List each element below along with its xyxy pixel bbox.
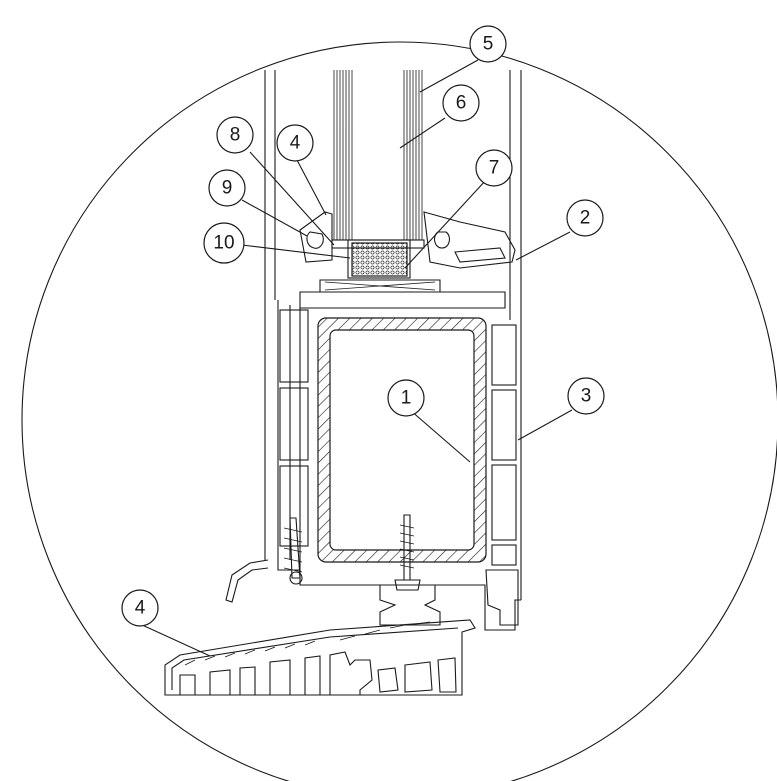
svg-text:10: 10 <box>213 233 234 254</box>
svg-text:1: 1 <box>401 388 412 409</box>
callout-1: 1 <box>387 379 425 417</box>
callout-2: 2 <box>566 199 604 237</box>
callout-4-bead: 4 <box>276 124 314 162</box>
svg-text:4: 4 <box>290 133 301 154</box>
steel-reinforcement <box>317 317 487 563</box>
svg-text:3: 3 <box>581 386 592 407</box>
spacer-bar <box>351 242 408 277</box>
sill-connector <box>379 584 441 626</box>
glazing-unit <box>331 70 425 249</box>
glazing-beads <box>299 211 516 269</box>
svg-text:9: 9 <box>222 178 233 199</box>
detail-circle <box>21 41 777 781</box>
callout-4-sill: 4 <box>121 589 159 627</box>
svg-text:5: 5 <box>483 34 494 55</box>
callout-7: 7 <box>475 149 513 187</box>
callout-5: 5 <box>469 25 507 63</box>
callout-6: 6 <box>442 84 480 122</box>
callout-8: 8 <box>216 116 254 154</box>
callout-10: 10 <box>203 222 245 264</box>
fixing-screw-vertical <box>394 514 421 591</box>
callout-3: 3 <box>567 377 605 415</box>
svg-text:8: 8 <box>230 125 241 146</box>
svg-text:7: 7 <box>489 158 500 179</box>
svg-text:2: 2 <box>580 208 591 229</box>
glass-setting-block <box>299 279 506 575</box>
callout-9: 9 <box>208 169 246 207</box>
leader-lines <box>139 59 573 657</box>
svg-text:4: 4 <box>135 598 146 619</box>
window-sill-profile <box>164 619 476 696</box>
outer-frame-profile <box>225 70 522 631</box>
fixing-screw-angled <box>283 517 303 585</box>
svg-text:6: 6 <box>456 93 467 114</box>
